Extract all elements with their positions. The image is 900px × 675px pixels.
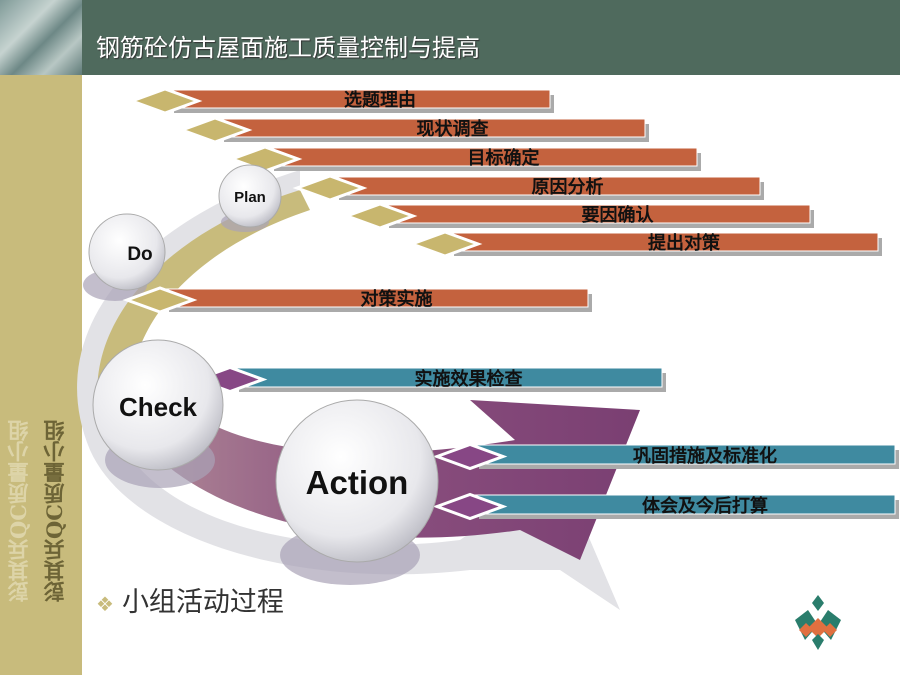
qc-logo xyxy=(795,595,841,650)
plan-circle xyxy=(218,164,282,228)
step-label: 体会及今后打算 xyxy=(642,495,768,517)
diamond-bullet-icon: ❖ xyxy=(96,592,114,616)
plan-label: Plan xyxy=(234,189,266,206)
step-label: 巩固措施及标准化 xyxy=(633,445,777,467)
step-label: 现状调查 xyxy=(417,118,489,140)
action-label: Action xyxy=(306,464,409,501)
step-label: 选题理由 xyxy=(344,89,416,111)
header-band xyxy=(0,0,900,75)
diamond-marker-icon xyxy=(127,87,203,115)
step-bar-do: 对策实施 xyxy=(122,286,592,314)
check-label: Check xyxy=(119,392,198,422)
step-bar-plan: 目标确定 xyxy=(227,145,701,173)
diamond-marker-icon xyxy=(342,202,418,230)
step-label: 提出对策 xyxy=(648,232,721,254)
step-bar-action: 巩固措施及标准化 xyxy=(432,442,899,471)
header-photo xyxy=(0,0,82,75)
step-label: 实施效果检查 xyxy=(415,368,523,390)
slide-title: 钢筋砼仿古屋面施工质量控制与提高 xyxy=(96,34,480,62)
diamond-marker-icon xyxy=(407,230,483,258)
diamond-marker-icon xyxy=(432,442,508,471)
step-bar-plan: 选题理由 xyxy=(127,87,554,115)
step-bar-check: 实施效果检查 xyxy=(192,365,666,394)
step-label: 要因确认 xyxy=(582,204,655,226)
do-circle xyxy=(88,213,166,291)
step-label: 原因分析 xyxy=(532,176,604,198)
subtitle: ❖ 小组活动过程 xyxy=(96,580,284,619)
check-circle xyxy=(92,339,224,471)
step-bar-action: 体会及今后打算 xyxy=(432,492,899,521)
step-bar-plan: 现状调查 xyxy=(177,116,649,144)
action-circle xyxy=(275,399,439,563)
step-bar-plan: 要因确认 xyxy=(342,202,814,230)
step-bar-plan: 提出对策 xyxy=(407,230,882,258)
do-label: Do xyxy=(127,244,152,265)
diamond-marker-icon xyxy=(432,492,508,521)
left-sidebar xyxy=(0,75,82,675)
subtitle-text: 小组活动过程 xyxy=(121,587,284,618)
diamond-marker-icon xyxy=(292,174,368,202)
diamond-marker-icon xyxy=(122,286,198,314)
step-label: 对策实施 xyxy=(361,288,433,310)
step-label: 目标确定 xyxy=(468,147,540,169)
diamond-marker-icon xyxy=(177,116,253,144)
arc-shadow xyxy=(77,170,621,610)
step-bar-plan: 原因分析 xyxy=(292,174,764,202)
